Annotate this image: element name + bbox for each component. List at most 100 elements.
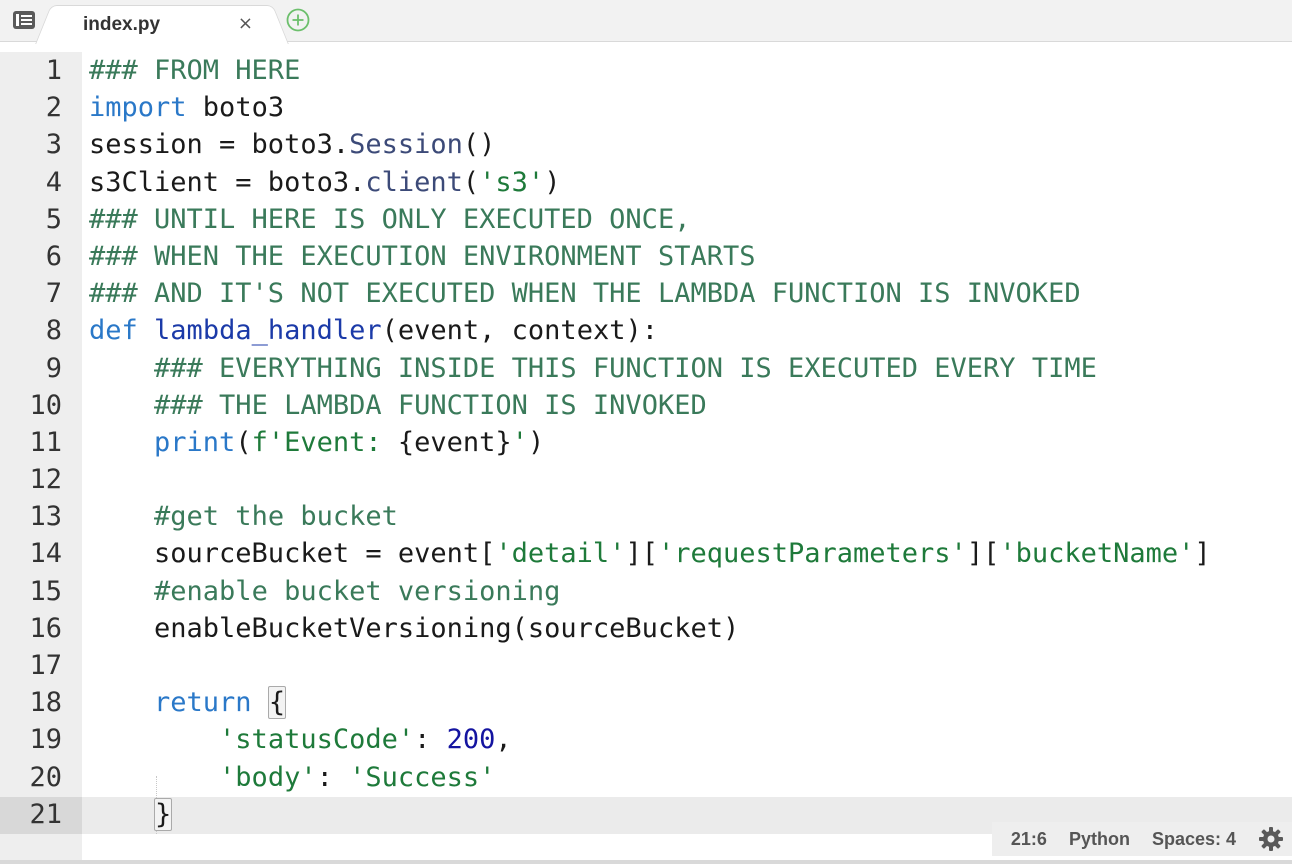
code-token [89, 724, 219, 755]
code-text[interactable]: ### UNTIL HERE IS ONLY EXECUTED ONCE, [89, 201, 690, 238]
code-token [89, 576, 154, 607]
gear-icon[interactable] [1258, 826, 1284, 852]
line-number: 17 [29, 650, 62, 681]
code-token: () [462, 129, 496, 161]
line-number: 14 [29, 538, 62, 570]
code-line[interactable]: 21 } [0, 796, 1292, 833]
code-text[interactable]: ### EVERYTHING INSIDE THIS FUNCTION IS E… [89, 350, 1097, 387]
line-number: 13 [29, 501, 62, 533]
code-line[interactable]: 6 ### WHEN THE EXECUTION ENVIRONMENT STAR… [0, 238, 1292, 275]
code-line[interactable]: 15 #enable bucket versioning [0, 573, 1292, 610]
cursor-position[interactable]: 21:6 [1010, 828, 1047, 849]
code-line[interactable]: 2 import boto3 [0, 89, 1292, 126]
code-text[interactable]: 'body': 'Success' [89, 759, 495, 796]
code-text[interactable]: ### AND IT'S NOT EXECUTED WHEN THE LAMBD… [89, 275, 1081, 312]
code-text[interactable]: ### FROM HERE [89, 52, 300, 89]
code-token: 's3' [479, 166, 545, 198]
code-line[interactable]: 5 ### UNTIL HERE IS ONLY EXECUTED ONCE, [0, 201, 1292, 238]
code-text[interactable]: ### WHEN THE EXECUTION ENVIRONMENT START… [89, 238, 755, 275]
line-number: 4 [45, 166, 62, 198]
code-token: ][ [966, 538, 1000, 570]
close-icon[interactable]: × [237, 13, 253, 34]
code-line[interactable]: 12 [0, 461, 1292, 498]
line-number: 19 [29, 724, 62, 756]
code-token: lambda_handler [154, 315, 382, 347]
code-text[interactable]: enableBucketVersioning(sourceBucket) [89, 610, 739, 647]
code-token: ( [462, 166, 480, 198]
file-tab[interactable]: index.py × [56, 5, 268, 43]
code-text[interactable]: } [89, 796, 173, 833]
code-token: enableBucketVersioning(sourceBucket) [89, 612, 740, 644]
code-token: } [154, 797, 173, 831]
active-line-gutter-highlight [0, 797, 82, 834]
code-line[interactable]: 16 enableBucketVersioning(sourceBucket) [0, 610, 1292, 647]
code-token: ### EVERYTHING INSIDE THIS FUNCTION IS E… [154, 352, 1097, 384]
code-token: #enable bucket versioning [154, 575, 561, 607]
window-bottom-border [0, 860, 1292, 864]
code-line[interactable]: 13 #get the bucket [0, 498, 1292, 535]
code-text[interactable]: s3Client = boto3.client('s3') [89, 164, 560, 201]
code-text[interactable]: print(f'Event: {event}') [89, 424, 544, 461]
code-token [89, 687, 154, 718]
code-token [89, 799, 154, 830]
code-text[interactable]: ### THE LAMBDA FUNCTION IS INVOKED [89, 387, 707, 424]
line-number: 1 [45, 55, 62, 86]
code-token: 'requestParameters' [657, 538, 967, 570]
indentation-setting[interactable]: Spaces: 4 [1151, 828, 1236, 849]
line-number: 12 [29, 464, 62, 496]
code-text[interactable]: #enable bucket versioning [89, 573, 560, 610]
language-mode[interactable]: Python [1068, 828, 1130, 849]
code-token: return [154, 687, 252, 719]
list-menu-icon[interactable] [11, 9, 37, 31]
code-line[interactable]: 7### AND IT'S NOT EXECUTED WHEN THE LAMB… [0, 275, 1292, 312]
line-number: 15 [29, 575, 62, 607]
line-number: 5 [45, 203, 62, 235]
code-token: Session [349, 129, 463, 161]
code-line[interactable]: 19 'statusCode': 200, [0, 721, 1292, 758]
code-token [89, 390, 154, 421]
code-token: boto3 [186, 92, 285, 124]
code-token: ### WHEN THE EXECUTION ENVIRONMENT START… [89, 240, 756, 272]
code-token: import [89, 92, 187, 124]
line-number: 9 [45, 352, 62, 384]
code-token: ### THE LAMBDA FUNCTION IS INVOKED [154, 389, 707, 421]
code-line[interactable]: 17 [0, 647, 1292, 684]
code-token: sourceBucket = event[ [89, 538, 496, 570]
line-number: 10 [29, 389, 62, 421]
code-text[interactable]: 'statusCode': 200, [89, 721, 512, 758]
code-line[interactable]: 4 s3Client = boto3.client('s3') [0, 164, 1292, 201]
code-token: ### UNTIL HERE IS ONLY EXECUTED ONCE, [89, 203, 691, 235]
code-text[interactable]: sourceBucket = event['detail']['requestP… [89, 535, 1211, 572]
code-token [252, 687, 268, 718]
code-text[interactable]: def lambda_handler(event, context): [89, 312, 658, 349]
line-number: 21 [29, 798, 62, 830]
code-token: ] [1194, 538, 1211, 570]
line-number: 6 [45, 240, 62, 272]
line-number: 16 [29, 612, 62, 644]
code-text[interactable]: return { [89, 684, 287, 721]
code-line[interactable]: 18 return { [0, 684, 1292, 721]
code-token: {event} [397, 426, 512, 458]
line-number-gutter [0, 52, 82, 864]
code-text[interactable]: #get the bucket [89, 498, 398, 535]
code-token: #get the bucket [154, 501, 398, 533]
add-circle-icon[interactable] [286, 8, 310, 32]
code-text[interactable]: session = boto3.Session() [89, 126, 495, 163]
line-number: 11 [29, 426, 62, 458]
code-line[interactable]: 9 ### EVERYTHING INSIDE THIS FUNCTION IS… [0, 350, 1292, 387]
code-text[interactable]: import boto3 [89, 89, 284, 126]
code-token: f'Event: [251, 426, 398, 458]
code-line[interactable]: 1 ### FROM HERE [0, 52, 1292, 89]
line-number: 18 [29, 687, 62, 719]
line-number: 2 [45, 92, 62, 124]
code-line[interactable]: 14 sourceBucket = event['detail']['reque… [0, 535, 1292, 572]
code-line[interactable]: 11 print(f'Event: {event}') [0, 424, 1292, 461]
code-token: ( [235, 426, 252, 458]
code-token: def [89, 315, 138, 347]
code-line[interactable]: 20 'body': 'Success' [0, 759, 1292, 796]
code-line[interactable]: 10 ### THE LAMBDA FUNCTION IS INVOKED [0, 387, 1292, 424]
